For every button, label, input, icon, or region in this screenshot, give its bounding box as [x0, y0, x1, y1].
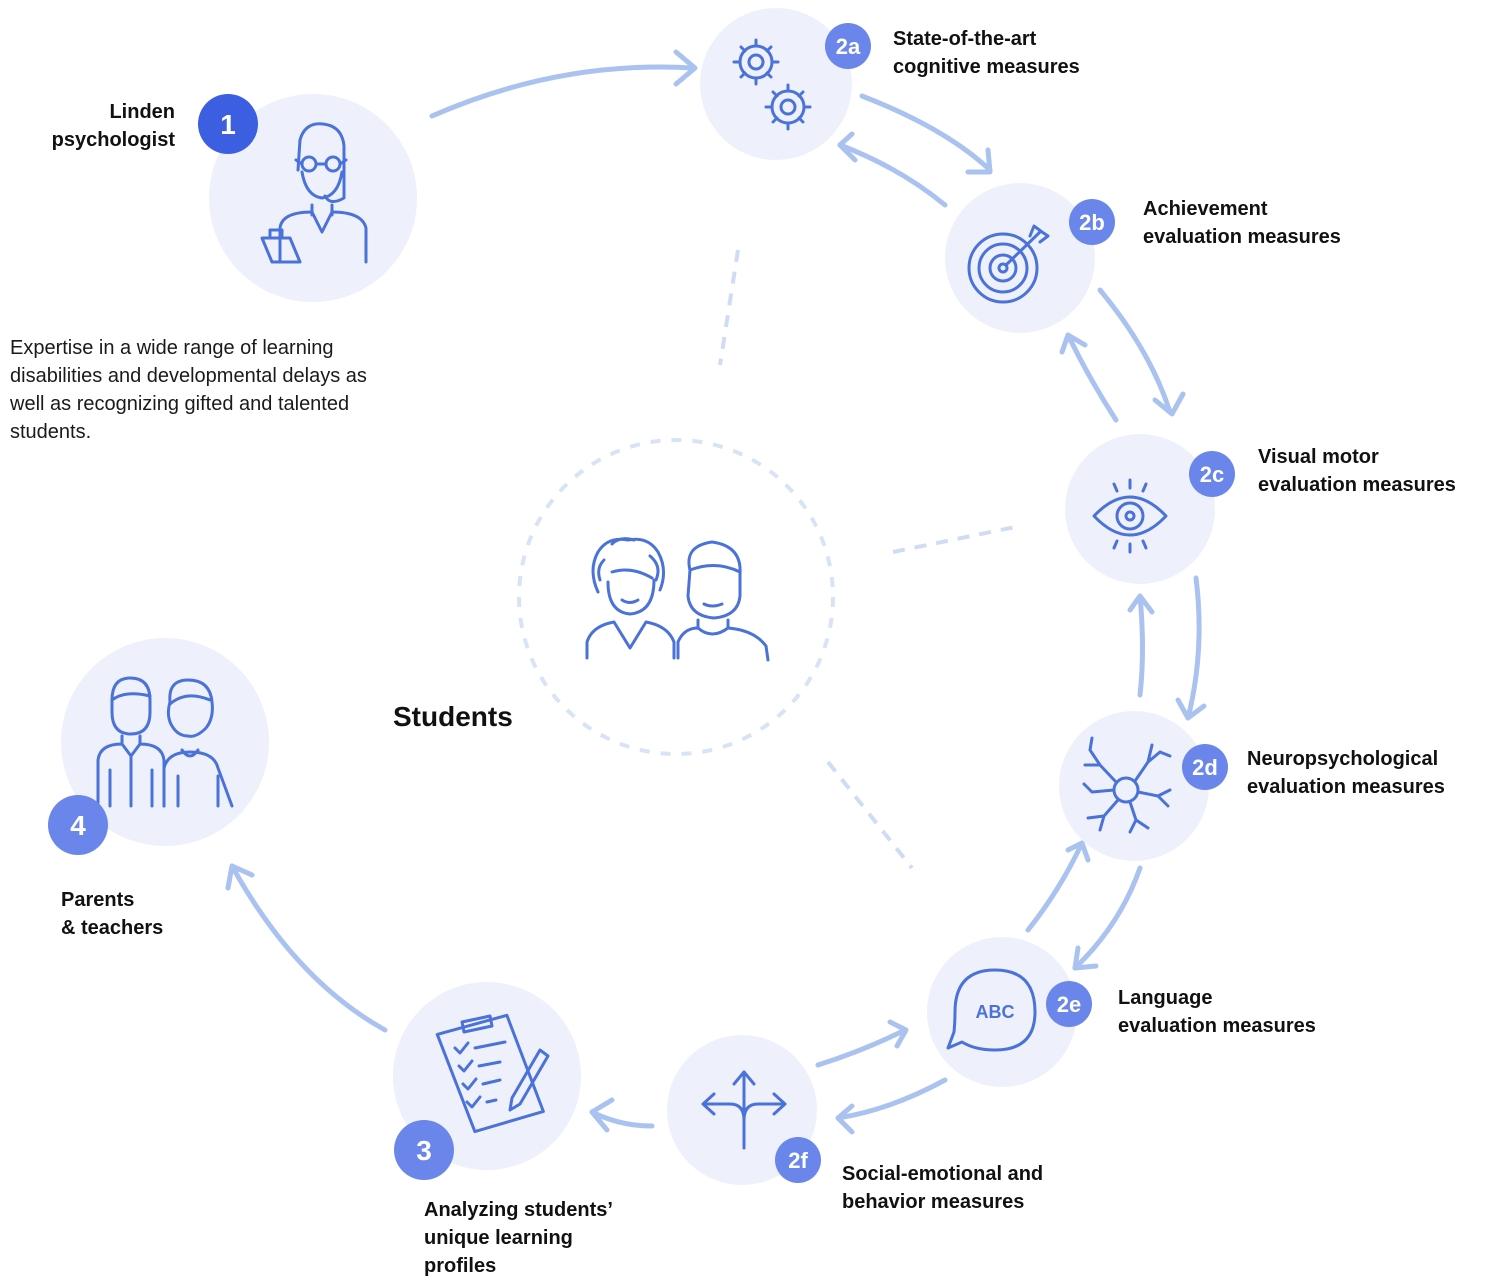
node-2a-label: State-of-the-art cognitive measures: [893, 28, 1080, 78]
flow-arrows: [225, 49, 1207, 1135]
badges: 1 2a 2b 2c 2d 2e 2f 3 4: [48, 23, 1235, 1183]
center-label: Students: [393, 701, 513, 732]
node-2b-label: Achievement evaluation measures: [1143, 198, 1341, 248]
psychologist-icon: [260, 122, 368, 264]
arrow-2c-to-2d: [1185, 575, 1202, 721]
svg-text:1: 1: [220, 109, 236, 140]
arrow-2d-to-2c: [1137, 593, 1145, 698]
speech-bubble-abc-icon: [946, 968, 1037, 1052]
arrow-2c-to-2b: [1065, 332, 1119, 423]
node-2e-label: Language evaluation measures: [1118, 987, 1316, 1037]
svg-text:4: 4: [70, 810, 86, 841]
svg-text:2b: 2b: [1079, 210, 1105, 235]
arrow-2d-to-2e: [1072, 865, 1143, 971]
node-2a-circle: [700, 8, 852, 160]
eye-icon: [1092, 478, 1168, 554]
svg-text:2f: 2f: [788, 1148, 808, 1173]
arrow-3-to-4: [229, 863, 388, 1033]
node-4-label: Parents & teachers: [61, 889, 164, 939]
gears-icon: [732, 38, 812, 131]
svg-text:2a: 2a: [836, 34, 861, 59]
badge-2c: [1189, 451, 1235, 497]
clipboard-checklist-icon: [435, 1013, 550, 1134]
target-icon: [967, 224, 1050, 304]
node-1-description: Expertise in a wide range of learning di…: [10, 337, 367, 443]
badge-2f: [775, 1137, 821, 1183]
node-2b-circle: [945, 183, 1095, 333]
arrow-1-to-2a: [429, 64, 696, 119]
badge-2a: [825, 23, 871, 69]
dashed-connectors: [718, 249, 1021, 870]
node-3-label: Analyzing students’ unique learning prof…: [424, 1199, 613, 1277]
abc-text: ABC: [976, 1002, 1015, 1022]
node-2d-label: Neuropsychological evaluation measures: [1247, 748, 1445, 798]
node-circles: [61, 8, 1215, 1185]
node-2e-circle: [927, 937, 1077, 1087]
neuron-icon: [1082, 736, 1172, 834]
badge-1: [198, 94, 258, 154]
svg-text:2c: 2c: [1200, 462, 1224, 487]
arrow-2e-to-2d: [1025, 840, 1085, 933]
node-2d-circle: [1059, 711, 1209, 861]
svg-text:3: 3: [416, 1135, 432, 1166]
arrow-2f-to-2e: [815, 1027, 908, 1068]
badge-2e: [1046, 981, 1092, 1027]
node-2f-label: Social-emotional and behavior measures: [842, 1163, 1044, 1213]
students-icon: [585, 537, 770, 662]
svg-text:2d: 2d: [1192, 755, 1218, 780]
parents-icon: [96, 676, 234, 808]
students-dashed-ring: [517, 438, 835, 756]
arrow-2e-to-2f: [835, 1077, 948, 1121]
split-arrows-icon: [701, 1070, 787, 1150]
badge-2d: [1182, 744, 1228, 790]
arrow-2b-to-2a: [837, 142, 948, 208]
node-3-circle: [393, 982, 581, 1170]
node-1-label: Linden psychologist: [51, 101, 175, 151]
svg-text:2e: 2e: [1057, 992, 1081, 1017]
badge-4: [48, 795, 108, 855]
badge-2b: [1069, 199, 1115, 245]
arrow-2b-to-2c: [1097, 287, 1173, 415]
badge-3: [394, 1120, 454, 1180]
node-2c-label: Visual motor evaluation measures: [1258, 446, 1456, 496]
arrow-2a-to-2b: [859, 93, 993, 173]
